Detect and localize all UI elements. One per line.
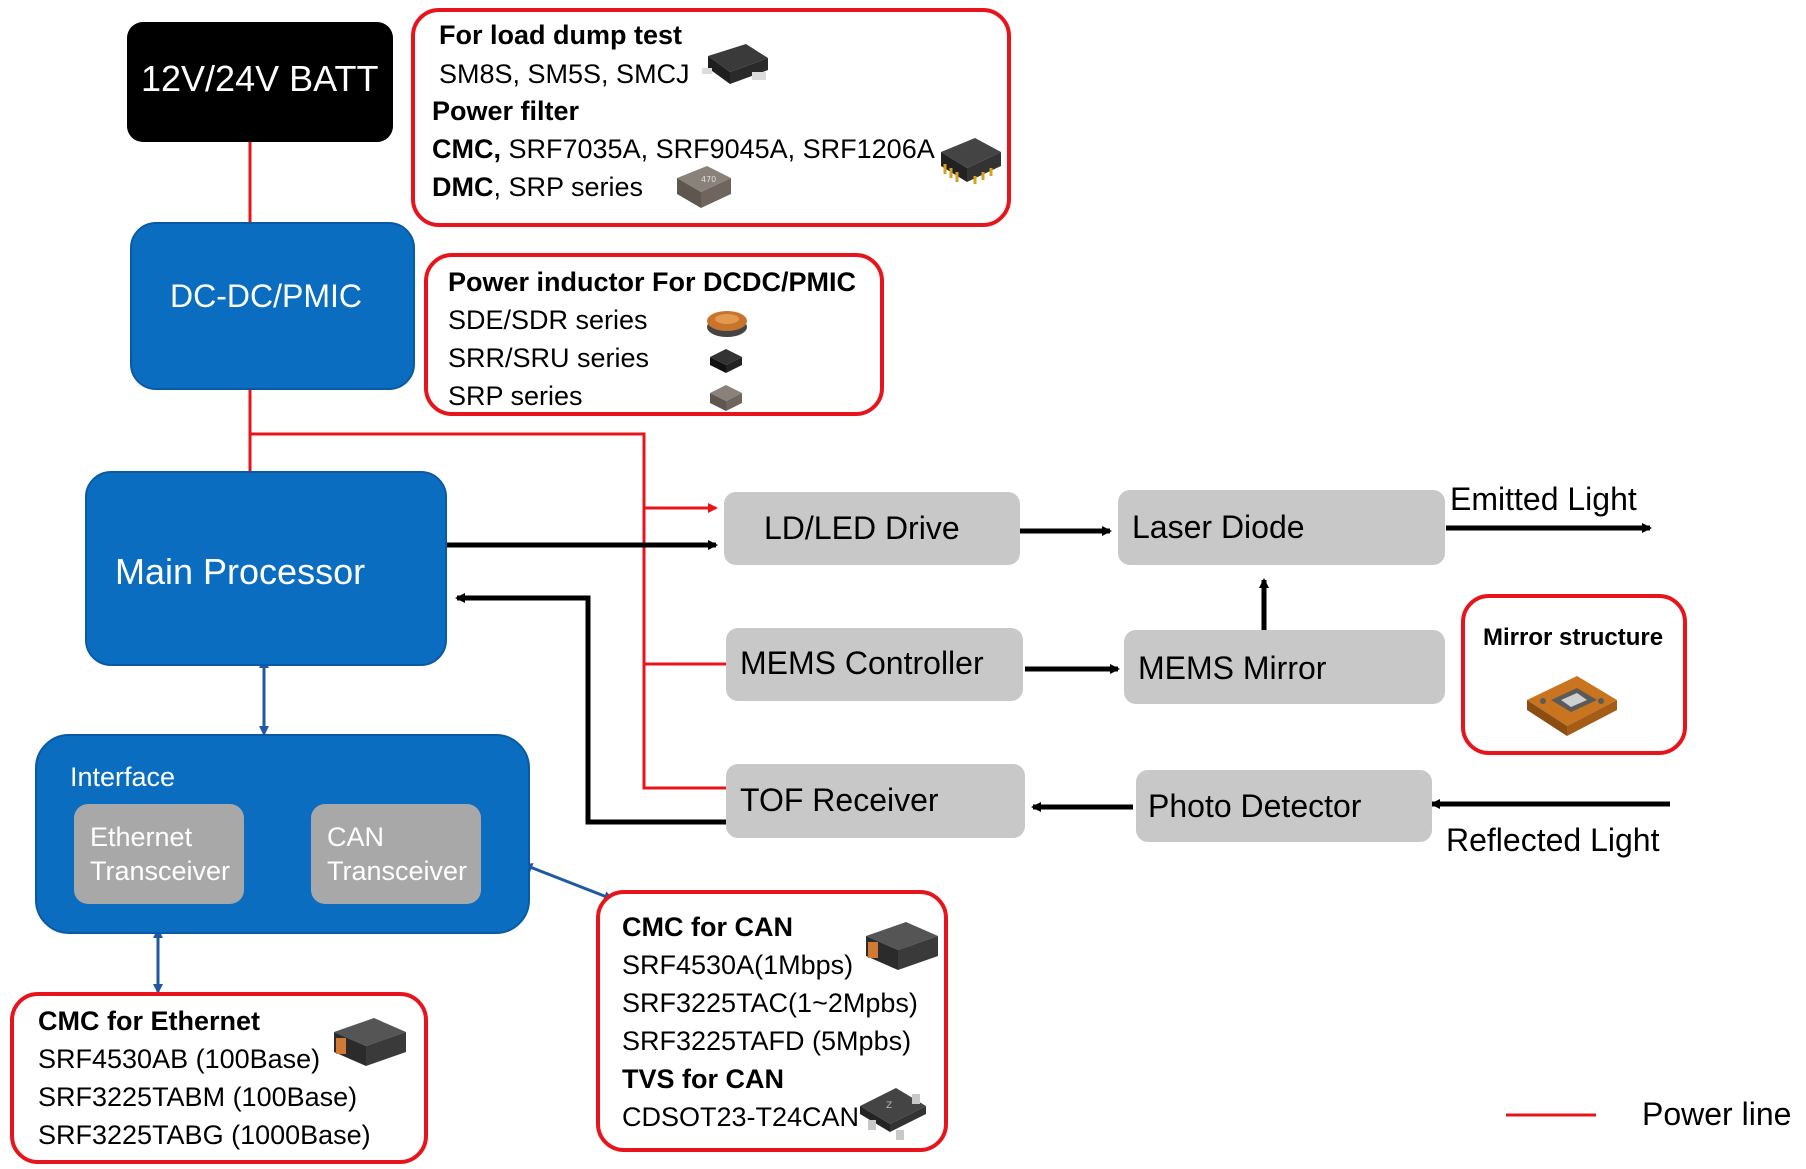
mems-mirror-structure-icon bbox=[1527, 676, 1617, 736]
cmc-ethernet-box: CMC for Ethernet SRF4530AB (100Base) SRF… bbox=[10, 992, 428, 1164]
tvs-can-title: TVS for CAN bbox=[622, 1064, 784, 1094]
power-lines bbox=[248, 142, 1596, 1117]
cmc-row: CMC, SRF7035A, SRF9045A, SRF1206A bbox=[432, 134, 935, 165]
can-cmc-chip-icon bbox=[866, 922, 938, 970]
tvs-diode-package-icon bbox=[702, 44, 768, 84]
ld-led-drive-block: LD/LED Drive bbox=[724, 492, 1020, 565]
emitted-light-label: Emitted Light bbox=[1450, 481, 1637, 517]
mems-controller-label: MEMS Controller bbox=[740, 645, 984, 681]
sot23-tvs-package-icon: Z bbox=[860, 1088, 926, 1140]
battery-label: 12V/24V BATT bbox=[141, 58, 379, 99]
can-line1: CAN bbox=[327, 822, 385, 852]
mirror-structure-box: Mirror structure bbox=[1461, 594, 1687, 755]
load-dump-title: For load dump test bbox=[439, 20, 682, 50]
interface-label: Interface bbox=[70, 762, 176, 792]
cmc-ethernet-title: CMC for Ethernet bbox=[38, 1006, 260, 1036]
inductor-row3: SRP series bbox=[448, 381, 583, 411]
power-inductor-title: Power inductor For DCDC/PMIC bbox=[448, 267, 857, 297]
load-dump-box: For load dump test SM8S, SM5S, SMCJ Powe… bbox=[411, 8, 1011, 227]
legend-power-line-label: Power line bbox=[1642, 1096, 1792, 1132]
power-inductor-box: Power inductor For DCDC/PMIC SDE/SDR ser… bbox=[424, 253, 884, 416]
mems-mirror-block: MEMS Mirror bbox=[1124, 630, 1445, 704]
ethernet-row1: SRF4530AB (100Base) bbox=[38, 1044, 321, 1074]
laser-diode-block: Laser Diode bbox=[1118, 490, 1445, 565]
ethernet-line1: Ethernet bbox=[90, 822, 193, 852]
tof-receiver-block: TOF Receiver bbox=[726, 764, 1025, 838]
mems-controller-block: MEMS Controller bbox=[726, 628, 1023, 701]
ethernet-cmc-chip-icon bbox=[334, 1018, 406, 1066]
can-row1: SRF4530A(1Mbps) bbox=[622, 950, 854, 980]
inductor-row2: SRR/SRU series bbox=[448, 343, 650, 373]
dmc-prefix: DMC bbox=[432, 172, 494, 202]
mirror-structure-title: Mirror structure bbox=[1483, 624, 1664, 651]
inductor-row1: SDE/SDR series bbox=[448, 305, 648, 335]
ethernet-row2: SRF3225TABM (100Base) bbox=[38, 1082, 358, 1112]
ethernet-transceiver-block: Ethernet Transceiver bbox=[74, 804, 244, 904]
srr-inductor-icon bbox=[710, 349, 742, 373]
svg-text:470: 470 bbox=[701, 175, 716, 184]
cmc-prefix: CMC, bbox=[432, 134, 501, 164]
load-dump-parts: SM8S, SM5S, SMCJ bbox=[439, 59, 690, 89]
ethernet-row3: SRF3225TABG (1000Base) bbox=[38, 1120, 371, 1150]
ethernet-line2: Transceiver bbox=[90, 856, 231, 886]
can-row3: SRF3225TAFD (5Mpbs) bbox=[622, 1026, 912, 1056]
dcdc-label: DC-DC/PMIC bbox=[170, 278, 362, 314]
battery-block: 12V/24V BATT bbox=[127, 22, 393, 142]
photo-detector-label: Photo Detector bbox=[1148, 788, 1362, 824]
power-filter-title: Power filter bbox=[432, 96, 580, 126]
power-inductor-srp-icon: 470 bbox=[677, 166, 731, 208]
mems-mirror-label: MEMS Mirror bbox=[1138, 650, 1327, 686]
tof-receiver-label: TOF Receiver bbox=[740, 782, 939, 818]
ld-led-drive-label: LD/LED Drive bbox=[764, 510, 960, 546]
common-mode-choke-icon bbox=[941, 138, 1001, 184]
svg-text:Z: Z bbox=[886, 1101, 892, 1111]
cmc-can-title: CMC for CAN bbox=[622, 912, 793, 942]
cmc-parts: SRF7035A, SRF9045A, SRF1206A bbox=[501, 134, 935, 164]
can-row2: SRF3225TAC(1~2Mpbs) bbox=[622, 988, 918, 1018]
main-processor-block: Main Processor bbox=[85, 471, 447, 666]
can-transceiver-block: CAN Transceiver bbox=[311, 804, 481, 904]
laser-diode-label: Laser Diode bbox=[1132, 509, 1305, 545]
dmc-row: DMC, SRP series bbox=[432, 172, 643, 203]
photo-detector-block: Photo Detector bbox=[1136, 770, 1432, 842]
main-processor-label: Main Processor bbox=[115, 551, 366, 592]
bus-arrows bbox=[153, 658, 614, 994]
reflected-light-label: Reflected Light bbox=[1446, 822, 1660, 858]
dmc-parts: , SRP series bbox=[493, 172, 644, 202]
srp-inductor-icon bbox=[710, 385, 742, 411]
sde-drum-inductor-icon bbox=[707, 311, 747, 337]
interface-block: Interface Ethernet Transceiver CAN Trans… bbox=[35, 734, 530, 934]
dcdc-pmic-block: DC-DC/PMIC bbox=[130, 222, 415, 390]
can-line2: Transceiver bbox=[327, 856, 468, 886]
cmc-can-box: CMC for CAN SRF4530A(1Mbps) SRF3225TAC(1… bbox=[596, 890, 948, 1152]
tvs-can-part: CDSOT23-T24CAN bbox=[622, 1102, 860, 1132]
signal-lines bbox=[447, 523, 1670, 825]
